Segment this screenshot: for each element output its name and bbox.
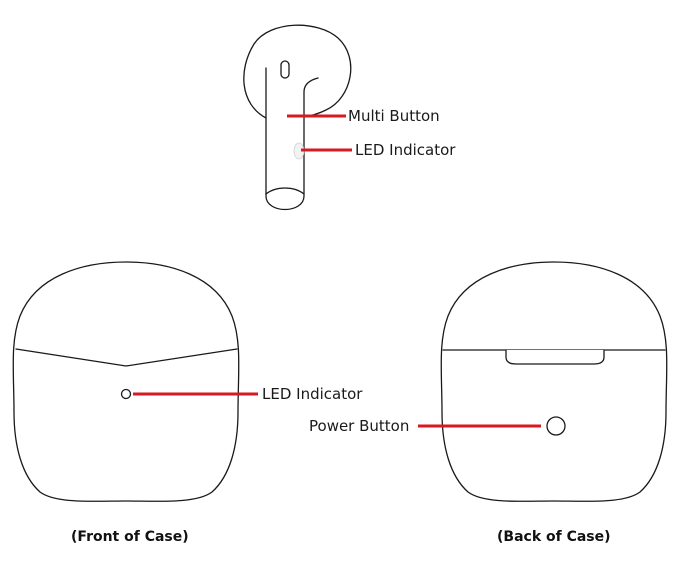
back-case-hinge bbox=[505, 349, 605, 365]
earbud: Multi Button LED Indicator bbox=[243, 24, 456, 210]
front-case-led-label: LED Indicator bbox=[262, 385, 363, 403]
earbud-led-label: LED Indicator bbox=[355, 141, 456, 159]
earbud-stem-tip bbox=[265, 187, 305, 195]
power-button-label: Power Button bbox=[309, 417, 409, 435]
earbud-stem bbox=[265, 67, 319, 210]
multi-button-label: Multi Button bbox=[348, 107, 440, 125]
front-case-caption: (Front of Case) bbox=[71, 529, 189, 545]
front-case-lid-seam bbox=[15, 348, 238, 367]
back-case: Power Button (Back of Case) bbox=[309, 261, 668, 545]
front-case-body bbox=[12, 261, 240, 502]
multi-button-slot bbox=[280, 60, 290, 79]
front-case: LED Indicator (Front of Case) bbox=[12, 261, 363, 545]
power-button bbox=[546, 416, 566, 436]
front-case-led-indicator bbox=[120, 388, 132, 400]
back-case-body bbox=[440, 261, 668, 502]
back-case-caption: (Back of Case) bbox=[497, 529, 611, 545]
